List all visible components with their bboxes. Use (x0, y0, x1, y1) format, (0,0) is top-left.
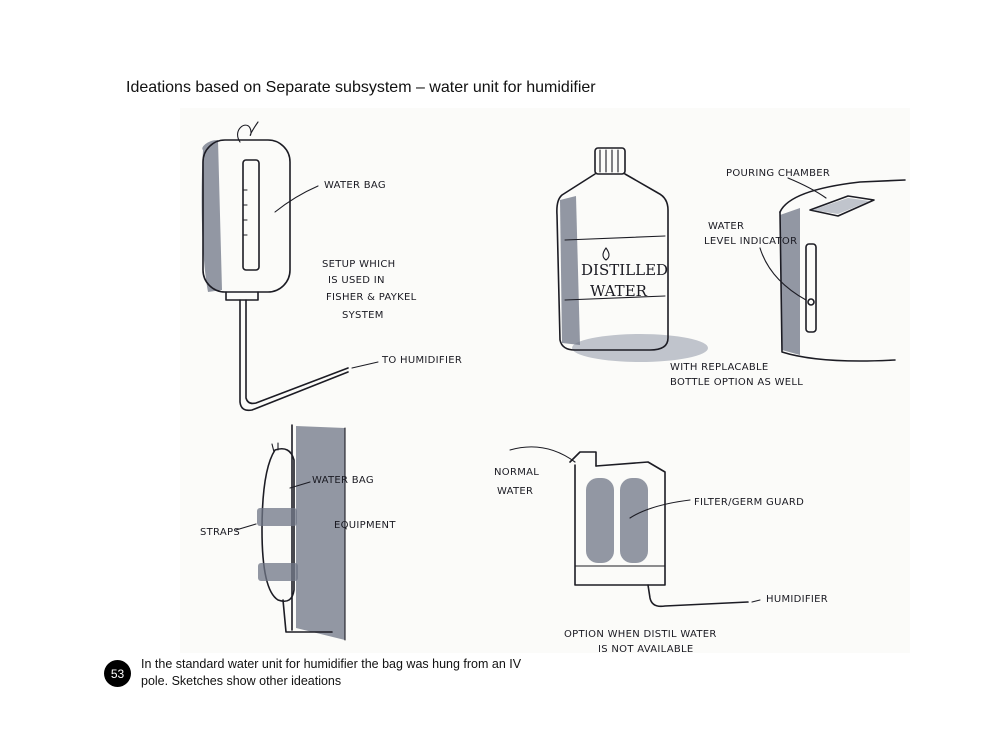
label-to-humidifier: TO HUMIDIFIER (381, 355, 462, 366)
label-filter-germ-guard: FILTER/GERM GUARD (694, 497, 804, 508)
caption-text: In the standard water unit for humidifie… (141, 657, 522, 688)
label-option-line2: IS NOT AVAILABLE (598, 644, 694, 655)
filter-unit-sketch (509, 446, 761, 608)
page-title: Ideations based on Separate subsystem – … (126, 79, 596, 96)
label-water-bag-2: WATER BAG (312, 475, 374, 486)
label-straps: STRAPS (200, 527, 240, 538)
label-setup-line3: FISHER & PAYKEL (326, 292, 417, 303)
label-replaceable-line1: WITH REPLACABLE (670, 362, 768, 373)
label-normal-line2: WATER (497, 486, 533, 497)
distilled-bottle-sketch (556, 147, 708, 362)
label-pouring-chamber: POURING CHAMBER (726, 168, 830, 179)
label-equipment: EQUIPMENT (334, 520, 396, 531)
water-bag-sketch (201, 121, 379, 412)
label-setup-line2: IS USED IN (328, 275, 385, 286)
pouring-chamber-sketch (759, 177, 906, 362)
label-water-level-line1: WATER (708, 221, 744, 232)
label-distilled-line2: WATER (590, 282, 648, 300)
label-replaceable-line2: BOTTLE OPTION AS WELL (670, 377, 803, 388)
label-normal-line1: NORMAL (494, 467, 539, 478)
page-number-badge: 53 (104, 660, 131, 687)
label-water-level-line2: LEVEL INDICATOR (704, 236, 797, 247)
strapped-bag-sketch (235, 424, 346, 641)
label-distilled-line1: DISTILLED (581, 261, 668, 279)
label-setup-line4: SYSTEM (342, 310, 384, 321)
label-setup-line1: SETUP WHICH (322, 259, 395, 270)
label-option-line1: OPTION WHEN DISTIL WATER (564, 629, 717, 640)
label-humidifier: HUMIDIFIER (766, 594, 828, 605)
label-water-bag-1: WATER BAG (324, 180, 386, 191)
